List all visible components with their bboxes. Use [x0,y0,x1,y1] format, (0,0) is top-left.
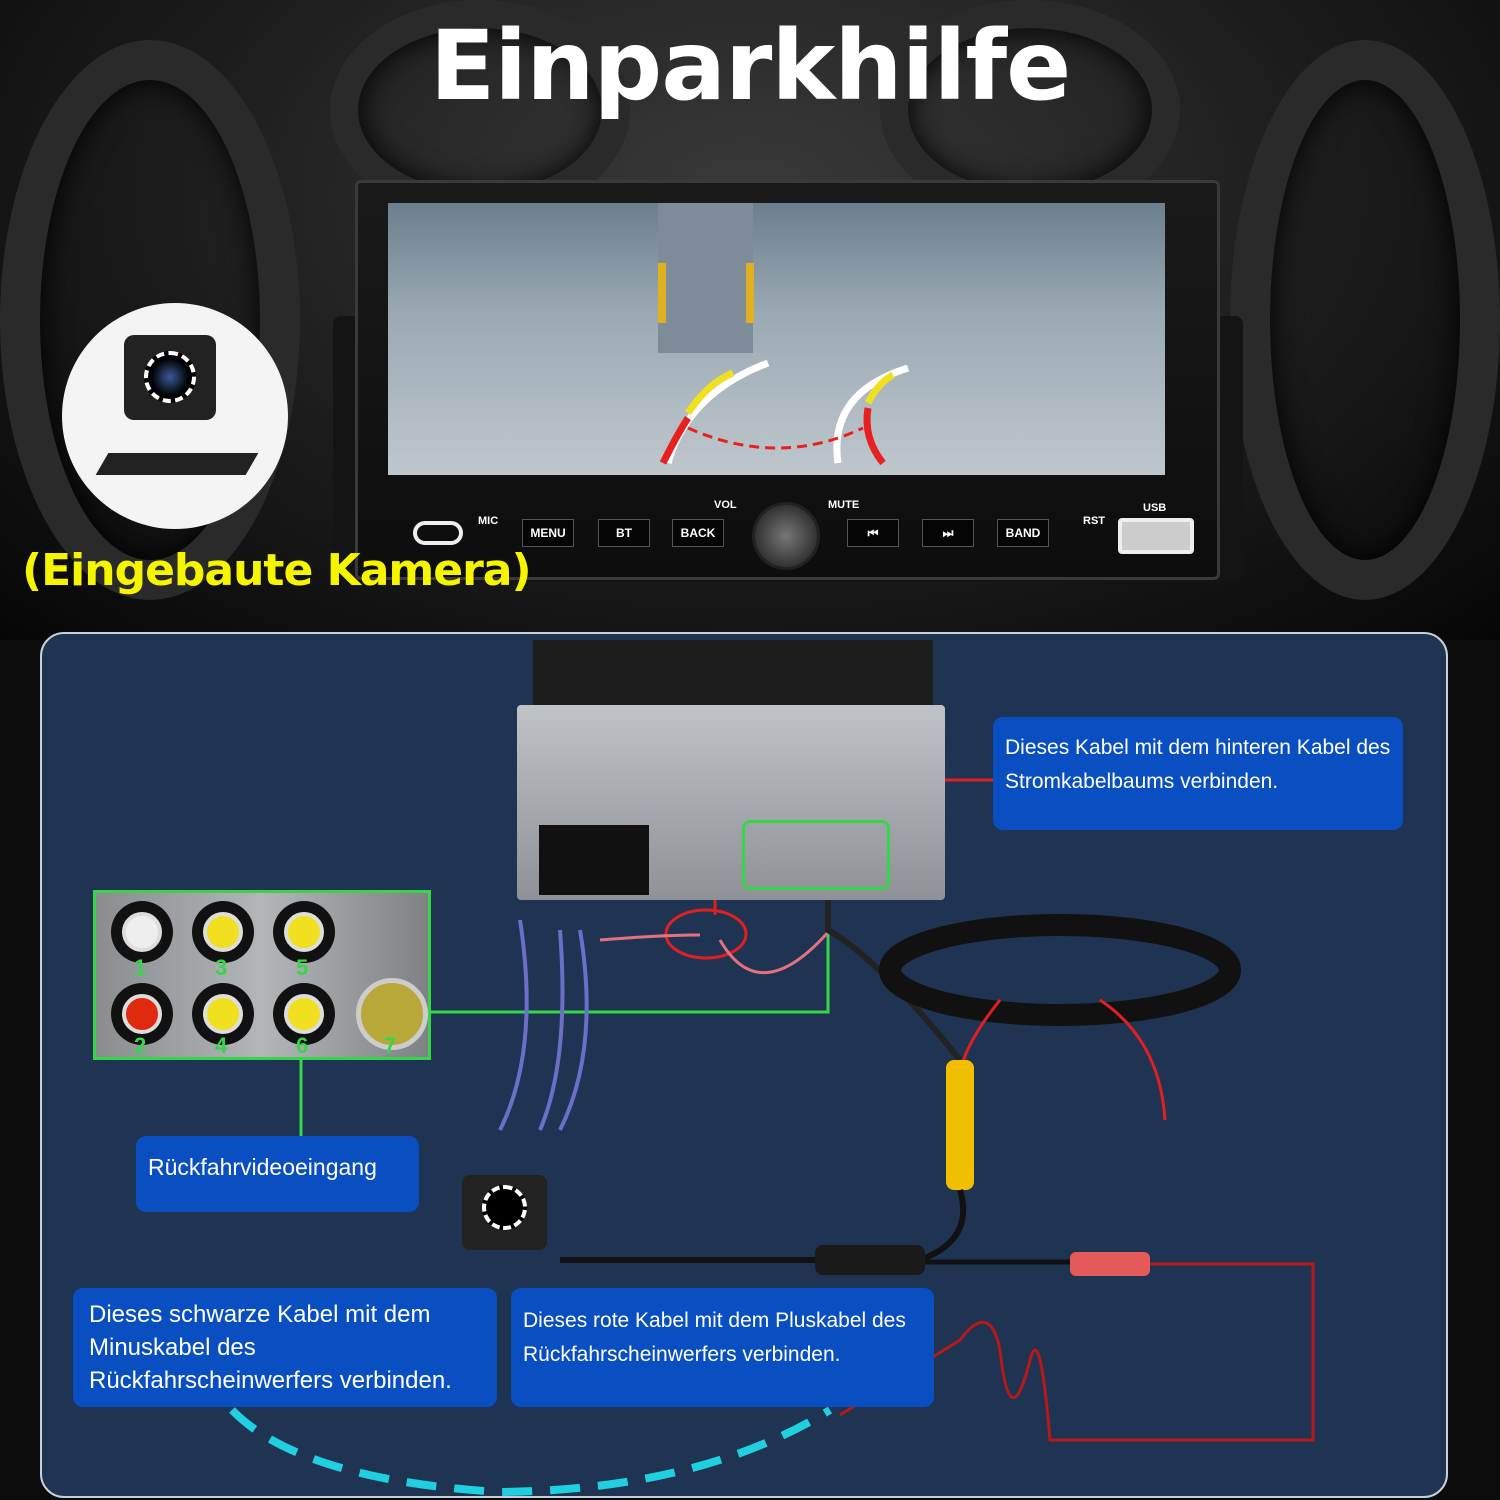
jack-number: 1 [134,955,147,980]
iso-connector [539,825,649,895]
usb-port[interactable] [1118,518,1194,554]
usb-label: USB [1143,502,1167,514]
jack-number: 2 [134,1033,147,1058]
rca-panel-closeup: 1 2 3 4 5 6 7 [93,890,431,1060]
rst-label: RST [1083,515,1105,527]
callout-red-cable: Dieses rote Kabel mit dem Pluskabel des … [511,1288,934,1407]
pillar [658,203,753,353]
back-button[interactable]: BACK [672,519,724,547]
previous-button[interactable]: ⏮ [847,519,899,547]
rca-jack-7 [356,978,428,1050]
jack-number: 4 [215,1033,228,1058]
rca-jack-4 [192,983,254,1045]
rca-jack-5 [273,901,335,963]
cable-splitter [815,1245,925,1275]
menu-button[interactable]: MENU [522,519,574,547]
vol-label: VOL [714,499,737,511]
callout-power-cable: Dieses Kabel mit dem hinteren Kabel des … [993,717,1403,830]
camera-lens [144,351,196,403]
callout-video-input: Rückfahrvideoeingang [136,1136,419,1212]
rear-camera [462,1175,547,1250]
next-button[interactable]: ⏭ [922,519,974,547]
jack-number: 5 [296,955,309,980]
rca-jack-6 [273,983,335,1045]
red-extension-wire [839,1262,1315,1442]
dashed-ground-arrow [229,1406,833,1497]
rca-jack-2 [111,983,173,1045]
cable-highlight-circle [664,908,748,960]
bt-button[interactable]: BT [598,519,650,547]
cable-coil [879,914,1241,1026]
unit-top-cover [533,640,933,710]
band-button[interactable]: BAND [997,519,1049,547]
jack-number: 7 [384,1033,397,1058]
head-unit-chassis [517,705,945,900]
parking-guidelines [658,203,910,466]
red-connector [1070,1252,1150,1276]
rca-plug [946,1060,974,1190]
camera-photo [62,303,288,529]
pink-cable [599,929,832,975]
callout-black-cable: Dieses schwarze Kabel mit dem Minuskabel… [73,1288,497,1407]
rear-rca-highlight [742,820,890,890]
volume-knob[interactable] [752,502,820,570]
jack-number: 6 [296,1033,309,1058]
rca-jack-3 [192,901,254,963]
camera-caption: (Eingebaute Kamera) [22,545,532,596]
mute-label: MUTE [828,499,860,511]
usb-c-port[interactable] [413,521,463,545]
page-title: Einparkhilfe [429,10,1072,122]
wire-harness [498,919,589,1131]
mic-label: MIC [478,515,499,527]
rca-jack-1 [111,901,173,963]
rear-camera-screen [388,203,1165,475]
jack-number: 3 [215,955,228,980]
